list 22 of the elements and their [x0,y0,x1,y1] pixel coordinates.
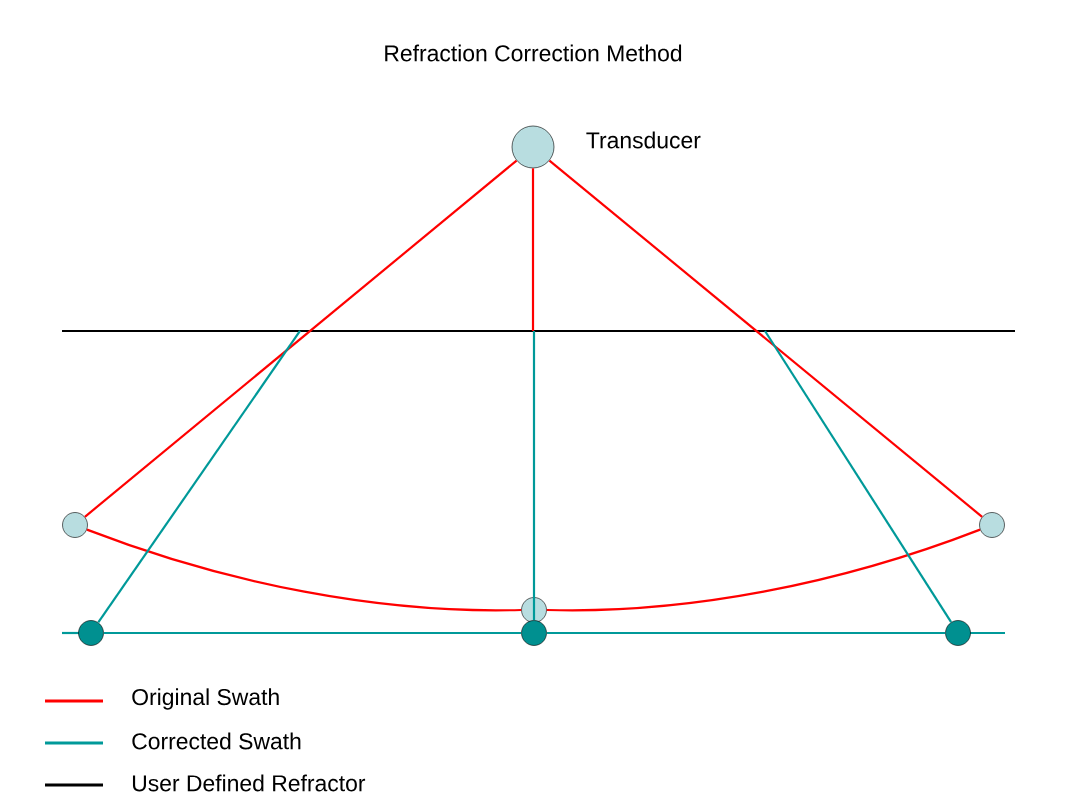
sounding-circle [979,512,1005,538]
sounding-circle [62,512,88,538]
beam-line [548,159,983,518]
beam-line [546,528,981,612]
node-label: Transducer [586,131,701,149]
beam-line [531,168,535,331]
beam-line [764,330,953,623]
beam-line [84,159,518,518]
beam-line [86,528,522,612]
beam-line [546,631,946,635]
title: Refraction Correction Method [385,44,682,62]
sounding-circle [521,597,547,623]
corrected-sounding-circle [945,620,971,646]
beam-line [532,331,536,621]
corrected-sounding-circle [521,620,547,646]
legend-label: Corrected Swath [132,732,301,750]
legend-label: User Defined Refractor [132,774,366,792]
beam-line [103,631,522,635]
corrected-sounding-circle [78,620,104,646]
beam-line [97,330,301,624]
transducer-circle [511,125,555,169]
legend-label: Original Swath [132,688,279,710]
